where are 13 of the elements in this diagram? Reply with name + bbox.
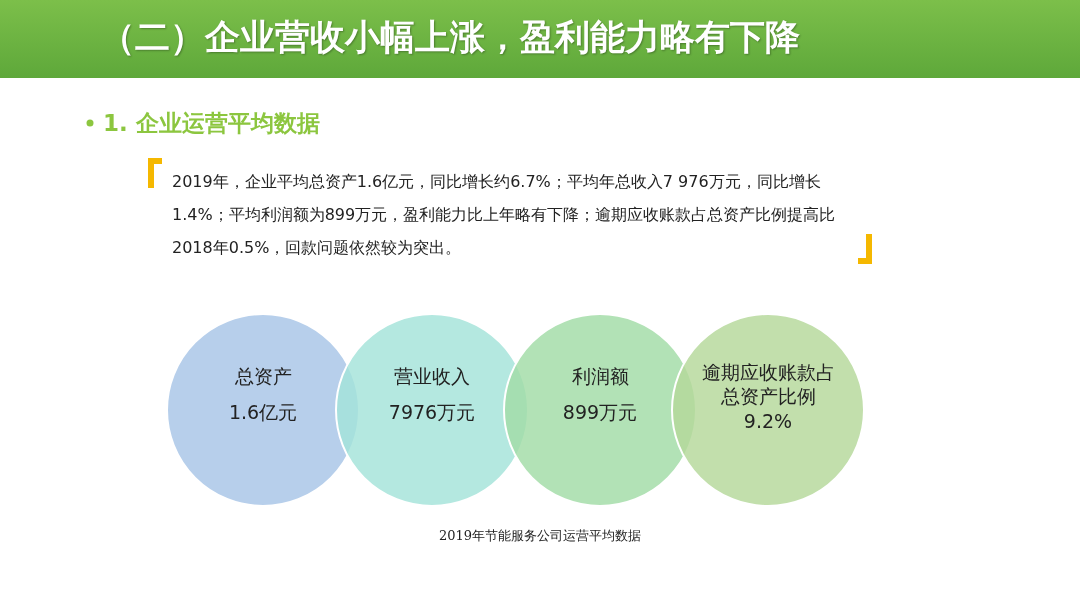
circle-value: 9.2% — [742, 410, 794, 432]
circle-value: 899万元 — [561, 400, 639, 425]
figure-caption: 2019年节能服务公司运营平均数据 — [437, 527, 643, 545]
circle-label: 逾期应收账款占总资产比例 — [700, 360, 836, 408]
slide-title: （二）企业营收小幅上涨，盈利能力略有下降 — [100, 16, 800, 59]
circle-value: 1.6亿元 — [227, 400, 299, 425]
circle-value: 7976万元 — [387, 400, 477, 425]
circle-label: 利润额 — [570, 364, 630, 389]
circle-label: 营业收入 — [393, 364, 471, 389]
summary-paragraph: 2019年，企业平均总资产1.6亿元，同比增长约6.7%；平均年总收入7 976万元，同比增长1.4%；平均利润额为899万元，盈利能力比上年略有下降；逾期应收账款占总资产比例提高比2018年0.5%，回款问题依然较为突出。 — [172, 171, 837, 259]
circle-label: 总资产 — [233, 364, 293, 389]
circle-node — [670, 312, 866, 508]
section-heading: 1. 企业运营平均数据 — [103, 109, 320, 138]
